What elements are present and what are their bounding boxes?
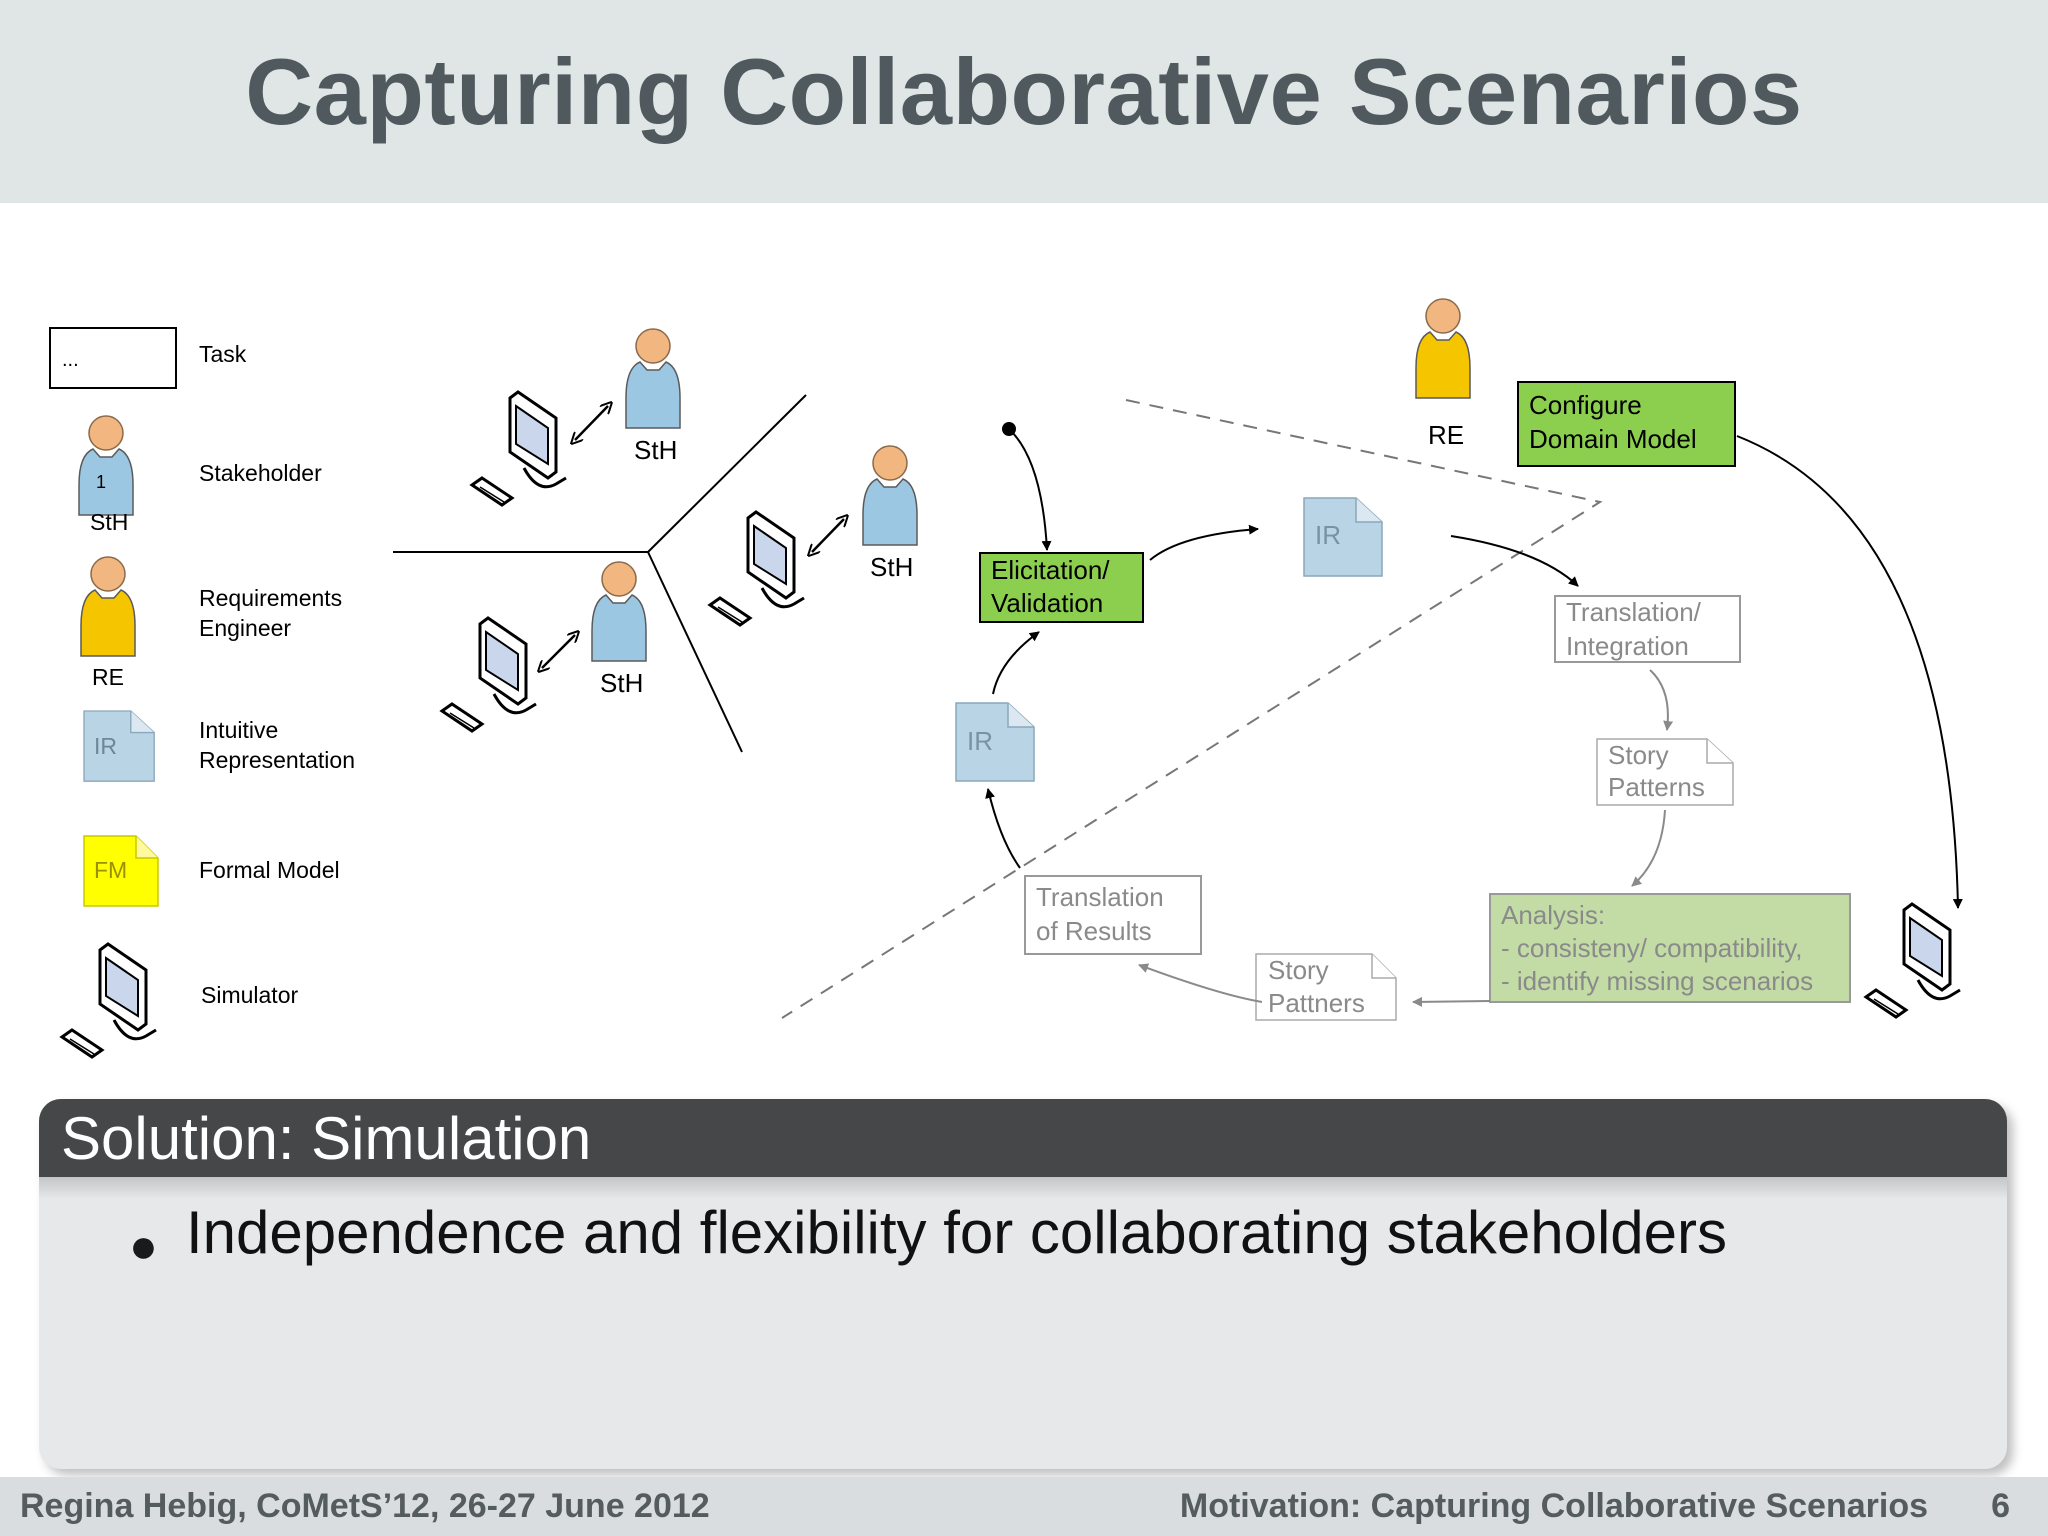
bullet-marker: ●	[129, 1220, 158, 1273]
legend-stakeholder-label: Stakeholder	[199, 460, 322, 486]
legend-ir-label-2: Representation	[199, 747, 355, 773]
re-label: RE	[1428, 420, 1464, 450]
re-icon	[1415, 298, 1471, 399]
task-translation-integration-label-1: Translation/	[1566, 597, 1702, 627]
story-pattners-document	[1255, 953, 1397, 1021]
stakeholder-label-2: StH	[870, 552, 913, 582]
simulator-icon-2	[708, 510, 806, 627]
footer-author: Regina Hebig, CoMetS’12, 26-27 June 2012	[20, 1487, 710, 1525]
legend-ir-abbrev: IR	[94, 733, 117, 759]
stakeholder-icon-1	[625, 328, 681, 429]
task-analysis	[1489, 893, 1851, 1003]
legend-simulator-label: Simulator	[201, 982, 298, 1008]
legend-task-box	[49, 327, 177, 389]
legend-stakeholder-badge: 1	[96, 472, 106, 492]
legend-fm-icon	[83, 835, 159, 907]
stakeholder-icon-2	[862, 445, 918, 546]
legend-re-icon	[80, 556, 136, 657]
stakeholder-label-3: StH	[600, 668, 643, 698]
translation-results-label-2: of Results	[1036, 916, 1152, 946]
stakeholder-icon-3	[591, 561, 647, 662]
analysis-label-3: - identify missing scenarios	[1501, 966, 1813, 996]
legend-re-label-2: Engineer	[199, 615, 291, 641]
domain-simulator-icon	[1864, 902, 1962, 1019]
legend-stakeholder-abbrev: StH	[90, 509, 128, 535]
footer-bar: Regina Hebig, CoMetS’12, 26-27 June 2012…	[0, 1477, 2048, 1536]
simulator-icon-1	[470, 390, 568, 507]
stakeholder-label-1: StH	[634, 435, 677, 465]
story-pattners-label-2: Pattners	[1268, 988, 1365, 1018]
footer-section: Motivation: Capturing Collaborative Scen…	[1179, 1487, 1928, 1525]
task-translation-integration	[1554, 595, 1741, 663]
solution-block: Solution: Simulation ● Independence and …	[39, 1099, 2007, 1469]
solution-header	[39, 1099, 2007, 1177]
task-elicitation-label-2: Validation	[991, 588, 1103, 618]
story-patterns-label-1: Story	[1608, 740, 1669, 770]
story-pattners-label-1: Story	[1268, 955, 1329, 985]
process-diagram: ... Task 1 StH Stakeholder RE Requiremen…	[49, 298, 1963, 1059]
ir-document-top-label: IR	[1315, 520, 1341, 550]
slide-title: Capturing Collaborative Scenarios	[245, 39, 1803, 144]
story-patterns-label-2: Patterns	[1608, 772, 1705, 802]
task-elicitation-label-1: Elicitation/	[991, 555, 1110, 585]
ir-document-lower-label: IR	[967, 726, 993, 756]
legend-re-abbrev: RE	[92, 664, 124, 690]
process-flow: Elicitation/ Validation IR RE Configure …	[781, 298, 1963, 1021]
page-number: 6	[1991, 1487, 2010, 1525]
translation-results-label-1: Translation	[1036, 882, 1164, 912]
task-elicitation-validation	[979, 552, 1144, 623]
legend-simulator-icon	[60, 942, 158, 1059]
legend-fm-abbrev: FM	[94, 857, 127, 883]
title-bar	[0, 0, 2048, 203]
legend-task-box-text: ...	[62, 349, 79, 371]
story-patterns-document	[1596, 738, 1734, 806]
solution-heading: Solution: Simulation	[61, 1105, 592, 1172]
legend-stakeholder-icon	[78, 415, 134, 516]
task-translation-integration-label-2: Integration	[1566, 631, 1689, 661]
task-configure-label-2: Domain Model	[1529, 424, 1697, 454]
analysis-label-1: Analysis:	[1501, 900, 1605, 930]
solution-bullet: Independence and flexibility for collabo…	[186, 1199, 1727, 1266]
stakeholder-cluster: StH StH StH	[393, 328, 918, 753]
analysis-label-2: - consisteny/ compatibility,	[1501, 933, 1803, 963]
legend-ir-label-1: Intuitive	[199, 717, 278, 743]
legend: ... Task 1 StH Stakeholder RE Requiremen…	[49, 327, 355, 1059]
legend-re-label-1: Requirements	[199, 585, 342, 611]
legend-task-label: Task	[199, 341, 247, 367]
simulator-icon-3	[440, 616, 538, 733]
task-configure-label-1: Configure	[1529, 390, 1642, 420]
task-translation-of-results	[1024, 875, 1202, 955]
task-configure-domain-model	[1517, 381, 1736, 467]
legend-fm-label: Formal Model	[199, 857, 340, 883]
